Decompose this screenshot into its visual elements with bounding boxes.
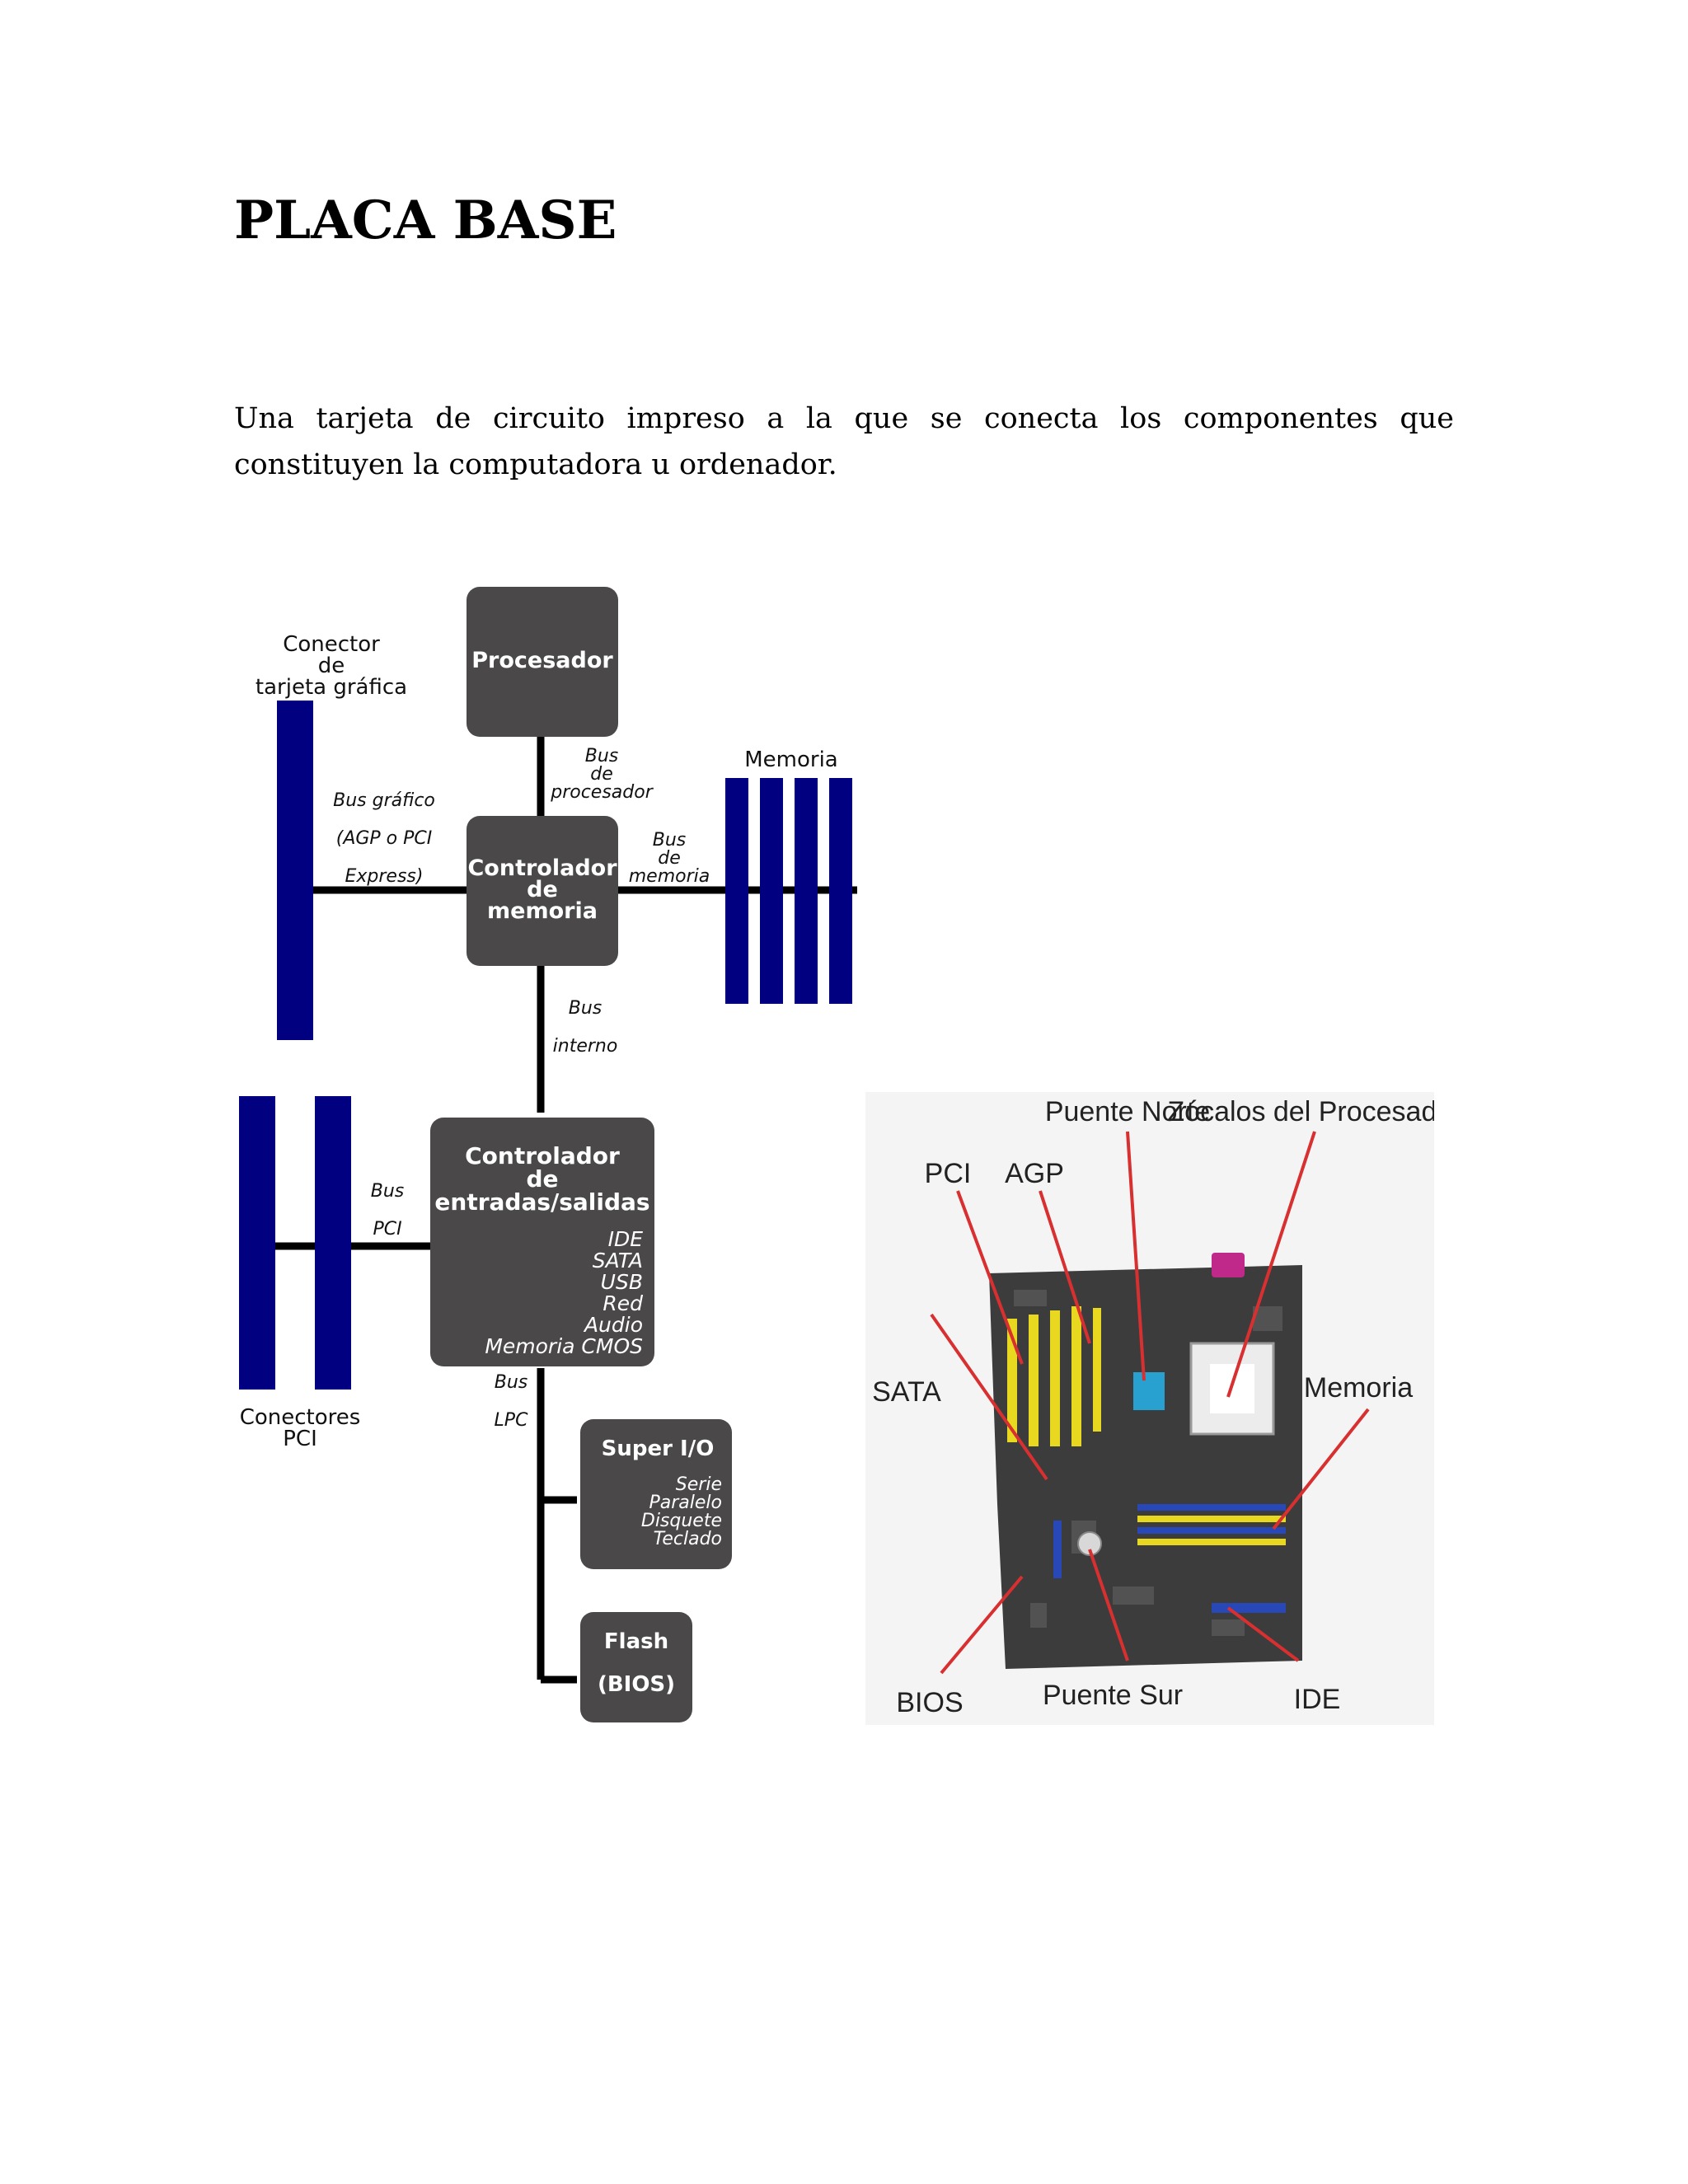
- controlador-es-line2: de: [526, 1165, 558, 1193]
- bus-memoria-line3: memoria: [629, 866, 710, 887]
- graphics-card-connector: [277, 701, 313, 1040]
- bus-pci-line2: PCI: [373, 1219, 401, 1240]
- procesador-label: Procesador: [471, 648, 613, 673]
- bus-memoria-line2: de: [658, 848, 681, 869]
- flash-label: Flash: [604, 1629, 668, 1654]
- intro-paragraph: Una tarjeta de circuito impreso a la que…: [234, 402, 1454, 481]
- block-diagram: Procesador Controlador de memoria Contro…: [239, 587, 857, 1722]
- bus-grafico-line1: Bus gráfico: [333, 790, 435, 811]
- bus-lpc-line2: LPC: [495, 1410, 529, 1431]
- label-pci: PCI: [925, 1158, 972, 1189]
- controlador-memoria-box: [467, 816, 618, 966]
- sata-ports: [1053, 1521, 1062, 1578]
- bus-grafico-line3: Express): [345, 866, 424, 887]
- memoria-label: Memoria: [744, 748, 838, 772]
- puente-sur-chip: [1077, 1531, 1102, 1556]
- es-item-ide: IDE: [608, 1227, 644, 1251]
- label-agp: AGP: [1005, 1158, 1064, 1189]
- bus-procesador-line1: Bus: [585, 746, 619, 766]
- es-item-usb: USB: [601, 1270, 643, 1294]
- es-item-cmos: Memoria CMOS: [485, 1334, 643, 1358]
- label-ide: IDE: [1294, 1684, 1341, 1715]
- controlador-memoria-line1: Controlador: [467, 855, 617, 881]
- conectores-pci-line2: PCI: [283, 1427, 317, 1451]
- leader-lines: [930, 1131, 1370, 1675]
- zocalo-procesador: [1189, 1342, 1275, 1436]
- serial-port-connector: [1212, 1253, 1245, 1277]
- bus-lpc-line1: Bus: [495, 1372, 528, 1393]
- flash-bios-box: [580, 1612, 692, 1722]
- label-bios: BIOS: [896, 1687, 963, 1718]
- super-io-item-disquete: Disquete: [641, 1511, 722, 1531]
- controlador-memoria-line2: de: [527, 877, 558, 902]
- conectores-pci-line1: Conectores: [240, 1405, 361, 1430]
- motherboard-photo: Puente Norte Zócalos del Procesador PCI …: [865, 1092, 1434, 1725]
- controlador-es-line1: Controlador: [465, 1142, 620, 1169]
- label-memoria: Memoria: [1304, 1372, 1413, 1404]
- bus-procesador-line3: procesador: [550, 782, 654, 803]
- pci-slots: [1007, 1306, 1101, 1446]
- procesador-box: [467, 587, 618, 737]
- bus-grafico-line2: (AGP o PCI: [336, 828, 433, 849]
- controlador-es-line3: entradas/salidas: [434, 1188, 649, 1216]
- motherboard-illustration: Puente Norte Zócalos del Procesador PCI …: [872, 1096, 1434, 1718]
- super-io-item-teclado: Teclado: [654, 1529, 722, 1549]
- memory-slot-strips: [1137, 1504, 1286, 1545]
- label-puente-norte: Puente Norte: [1045, 1096, 1210, 1127]
- bus-pci-line1: Bus: [371, 1181, 405, 1202]
- conector-grafica-line3: tarjeta gráfica: [256, 675, 407, 700]
- memory-slots: [725, 778, 852, 1004]
- super-io-item-serie: Serie: [676, 1474, 722, 1495]
- bus-interno-line1: Bus: [569, 998, 603, 1019]
- label-sata: SATA: [872, 1376, 941, 1408]
- conector-grafica-line1: Conector: [283, 632, 380, 657]
- bus-procesador-line2: de: [590, 764, 613, 785]
- conector-grafica-line2: de: [318, 654, 345, 678]
- super-io-label: Super I/O: [602, 1436, 715, 1461]
- super-io-box: [580, 1419, 732, 1569]
- placa-base-figure: Procesador Controlador de memoria Contro…: [231, 577, 1451, 1731]
- es-item-sata: SATA: [593, 1249, 643, 1272]
- ide-connector: [1212, 1603, 1286, 1613]
- bus-memoria-line1: Bus: [653, 830, 687, 851]
- controlador-memoria-line3: memoria: [487, 898, 598, 924]
- pci-connectors: [239, 1096, 351, 1390]
- controlador-es-box: [430, 1118, 654, 1366]
- label-zocalos: Zócalos del Procesador: [1167, 1096, 1434, 1127]
- bios-label: (BIOS): [598, 1672, 675, 1697]
- es-item-audio: Audio: [583, 1313, 643, 1337]
- super-io-item-paralelo: Paralelo: [649, 1493, 723, 1513]
- label-puente-sur: Puente Sur: [1043, 1680, 1183, 1711]
- page-title: PLACA BASE: [234, 190, 617, 251]
- es-item-red: Red: [603, 1291, 643, 1315]
- bus-interno-line2: interno: [553, 1036, 618, 1057]
- puente-norte-chip: [1133, 1372, 1165, 1410]
